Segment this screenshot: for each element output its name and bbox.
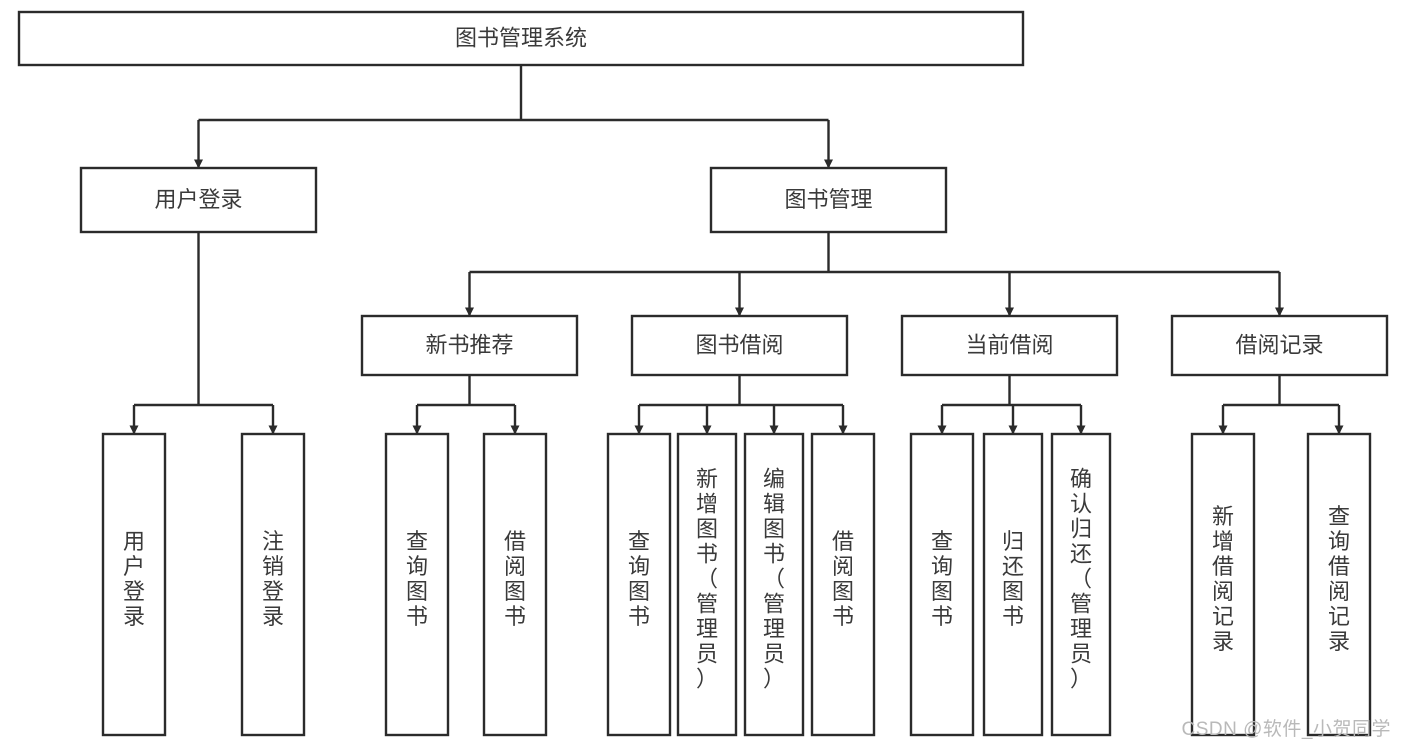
node-level3-0[interactable]: 新书推荐	[360, 314, 579, 377]
node-leaf-1-rect[interactable]	[240, 432, 306, 737]
node-leaf-4-rect[interactable]	[606, 432, 672, 737]
node-level3-1[interactable]: 图书借阅	[630, 314, 849, 377]
node-level3-3[interactable]: 借阅记录	[1170, 314, 1389, 377]
node-level3-3-label: 借阅记录	[1235, 332, 1323, 357]
node-level3-2[interactable]: 当前借阅	[900, 314, 1119, 377]
node-level2-0[interactable]: 用户登录	[79, 166, 318, 234]
node-level2-1-rect[interactable]	[709, 166, 948, 234]
node-level2-1-label: 图书管理	[784, 187, 872, 212]
node-boxes: 图书管理系统用户登录图书管理新书推荐图书借阅当前借阅借阅记录用户登录注销登录查询…	[17, 10, 1389, 737]
node-leaf-9-rect[interactable]	[982, 432, 1044, 737]
node-level3-0-label: 新书推荐	[425, 332, 513, 357]
node-leaf-11[interactable]: 新增借阅记录	[1190, 432, 1256, 737]
node-level3-1-label: 图书借阅	[695, 332, 783, 357]
node-level3-0-rect[interactable]	[360, 314, 579, 377]
node-leaf-6[interactable]: 编辑图书（管理员）	[743, 432, 805, 737]
node-leaf-12-label: 查询借阅记录	[1328, 504, 1350, 654]
node-leaf-4[interactable]: 查询图书	[606, 432, 672, 737]
node-level3-2-rect[interactable]	[900, 314, 1119, 377]
node-leaf-10-label: 确认归还（管理员）	[1070, 467, 1092, 692]
node-level2-0-label: 用户登录	[154, 187, 242, 212]
node-leaf-8[interactable]: 查询图书	[909, 432, 975, 737]
node-leaf-1-label: 注销登录	[262, 529, 284, 629]
node-leaf-7-rect[interactable]	[810, 432, 876, 737]
node-leaf-4-label: 查询图书	[628, 529, 650, 629]
node-leaf-2-label: 查询图书	[406, 529, 428, 629]
node-leaf-3-rect[interactable]	[482, 432, 548, 737]
node-leaf-0[interactable]: 用户登录	[101, 432, 167, 737]
node-root-图书管理系统[interactable]: 图书管理系统	[17, 10, 1025, 67]
node-leaf-3[interactable]: 借阅图书	[482, 432, 548, 737]
node-leaf-12[interactable]: 查询借阅记录	[1306, 432, 1372, 737]
node-leaf-9-label: 归还图书	[1002, 529, 1024, 629]
node-level3-2-label: 当前借阅	[965, 332, 1053, 357]
node-level2-0-rect[interactable]	[79, 166, 318, 234]
node-leaf-1[interactable]: 注销登录	[240, 432, 306, 737]
node-leaf-11-label: 新增借阅记录	[1212, 504, 1234, 654]
node-leaf-8-label: 查询图书	[931, 529, 953, 629]
node-leaf-0-label: 用户登录	[123, 529, 145, 629]
node-root-图书管理系统-label: 图书管理系统	[455, 25, 587, 50]
node-leaf-0-rect[interactable]	[101, 432, 167, 737]
node-leaf-11-rect[interactable]	[1190, 432, 1256, 737]
node-leaf-6-label: 编辑图书（管理员）	[763, 467, 785, 692]
node-leaf-2[interactable]: 查询图书	[384, 432, 450, 737]
connector-lines	[129, 65, 1344, 435]
node-leaf-5-label: 新增图书（管理员）	[696, 467, 718, 692]
node-leaf-10[interactable]: 确认归还（管理员）	[1050, 432, 1112, 737]
node-leaf-7-label: 借阅图书	[832, 529, 854, 629]
node-leaf-8-rect[interactable]	[909, 432, 975, 737]
node-leaf-7[interactable]: 借阅图书	[810, 432, 876, 737]
node-leaf-2-rect[interactable]	[384, 432, 450, 737]
node-root-图书管理系统-rect[interactable]	[17, 10, 1025, 67]
node-level2-1[interactable]: 图书管理	[709, 166, 948, 234]
node-leaf-6-rect[interactable]	[743, 432, 805, 737]
node-leaf-12-rect[interactable]	[1306, 432, 1372, 737]
node-level3-1-rect[interactable]	[630, 314, 849, 377]
node-leaf-5[interactable]: 新增图书（管理员）	[676, 432, 738, 737]
node-leaf-10-rect[interactable]	[1050, 432, 1112, 737]
node-leaf-9[interactable]: 归还图书	[982, 432, 1044, 737]
node-level3-3-rect[interactable]	[1170, 314, 1389, 377]
node-leaf-5-rect[interactable]	[676, 432, 738, 737]
node-leaf-3-label: 借阅图书	[504, 529, 526, 629]
